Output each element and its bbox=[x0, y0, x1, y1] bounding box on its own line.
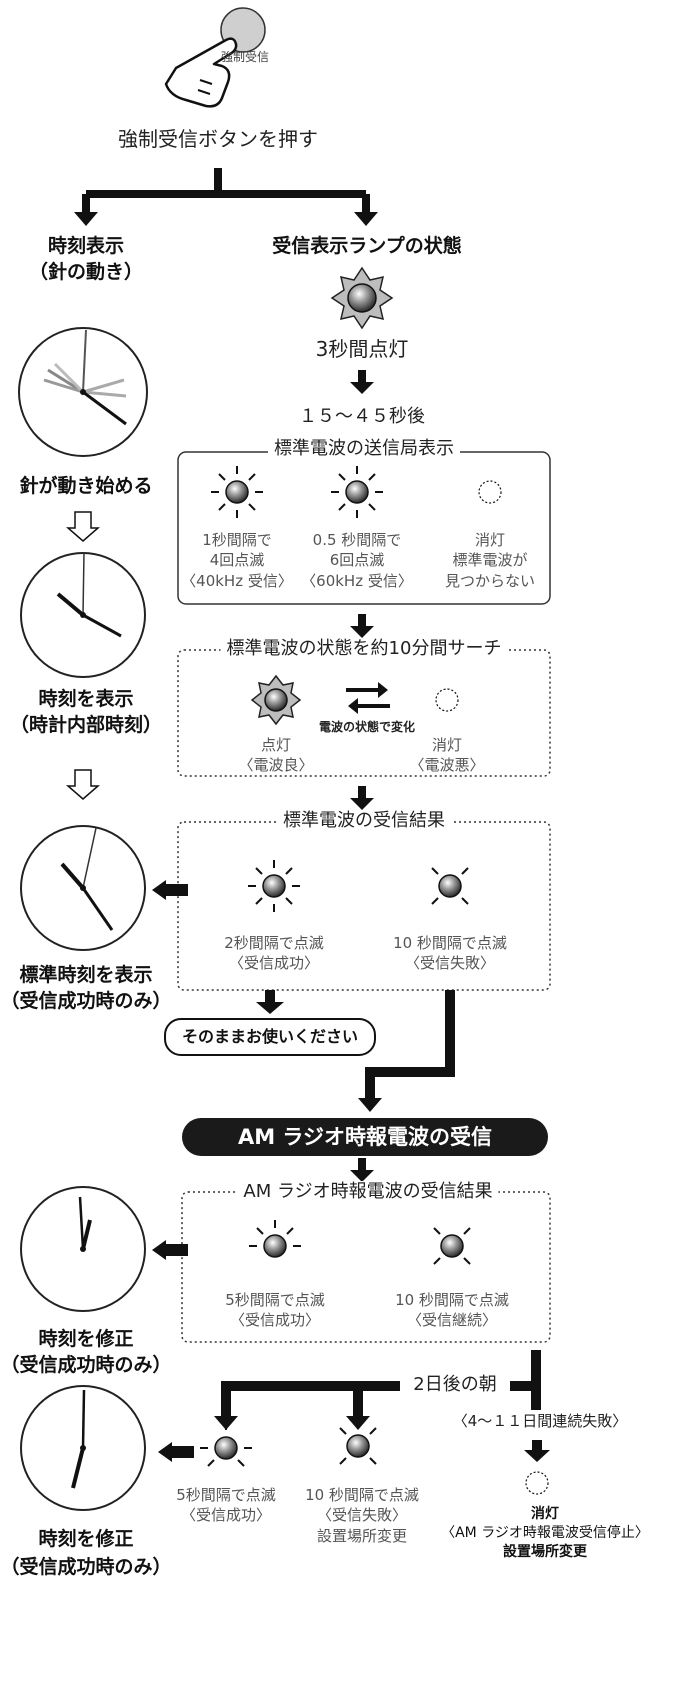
lamp-blink-icon bbox=[248, 860, 300, 912]
station-c-label: 消灯標準電波が見つからない bbox=[444, 531, 536, 590]
down-arrow-icon bbox=[350, 382, 374, 394]
am-result-title: AM ラジオ時報電波の受信結果 bbox=[237, 1181, 499, 1204]
fail-run-text: 〈4～１１日間連続失敗〉 bbox=[452, 1412, 628, 1430]
search-bad-label: 消灯〈電波悪〉 bbox=[409, 736, 485, 775]
button-label: 強制受信 bbox=[221, 50, 270, 64]
clock-icon bbox=[20, 1186, 146, 1312]
right-heading: 受信表示ランプの状態 bbox=[272, 235, 462, 257]
lamp-blink-icon bbox=[200, 1422, 252, 1467]
down-arrow-icon bbox=[350, 626, 374, 638]
clock-icon bbox=[20, 551, 146, 678]
lamp-off-icon bbox=[435, 688, 459, 712]
step-standard-time-2: （受信成功時のみ） bbox=[0, 990, 172, 1012]
lamp-off-icon bbox=[525, 1471, 549, 1495]
lamp-blink-icon bbox=[433, 1227, 471, 1265]
search-box bbox=[177, 649, 551, 777]
am-banner: AM ラジオ時報電波の受信 bbox=[182, 1118, 548, 1156]
step-fix-time-final-1: 時刻を修正 bbox=[38, 1528, 134, 1550]
use-as-is-pill: そのままお使いください bbox=[164, 1018, 376, 1056]
am-cont-label: 10 秒間隔で点滅〈受信継続〉 bbox=[395, 1291, 509, 1330]
hollow-down-arrow-icon bbox=[65, 769, 101, 800]
down-arrow-icon bbox=[350, 1170, 374, 1182]
final-ng-label: 10 秒間隔で点滅〈受信失敗〉設置場所変更 bbox=[305, 1486, 419, 1545]
delay-text: １５～４５秒後 bbox=[299, 406, 425, 427]
search-title: 標準電波の状態を約10分間サーチ bbox=[220, 638, 508, 661]
clock-icon bbox=[20, 825, 146, 951]
search-good-label: 点灯〈電波良〉 bbox=[238, 736, 314, 775]
lamp-blink-icon bbox=[431, 867, 469, 905]
left-heading-1: 時刻表示 bbox=[47, 235, 125, 257]
lamp-blink-icon bbox=[249, 1220, 301, 1258]
result-title: 標準電波の受信結果 bbox=[277, 810, 451, 833]
step-fix-time-2: （受信成功時のみ） bbox=[0, 1354, 172, 1376]
down-arrow-icon bbox=[74, 212, 98, 226]
exchange-arrows-icon bbox=[346, 682, 390, 714]
clock-spinning-icon bbox=[18, 327, 148, 457]
instruction-text: 強制受信ボタンを押す bbox=[118, 127, 318, 151]
down-arrow-icon bbox=[350, 798, 374, 810]
push-button-icon bbox=[164, 7, 266, 108]
search-change-text: 電波の状態で変化 bbox=[318, 720, 416, 734]
lamp-off-icon bbox=[478, 480, 502, 504]
step-needle-moves: 針が動き始める bbox=[19, 475, 153, 497]
step-standard-time-1: 標準時刻を表示 bbox=[19, 964, 153, 986]
lamp-blink-icon bbox=[211, 466, 263, 518]
result-ng-label: 10 秒間隔で点滅〈受信失敗〉 bbox=[393, 934, 507, 973]
station-title: 標準電波の送信局表示 bbox=[268, 438, 460, 461]
lamp-lit-icon bbox=[250, 674, 302, 726]
arrow-shaft bbox=[358, 370, 366, 384]
lamp-blink-icon bbox=[331, 466, 383, 518]
am-ok-label: 5秒間隔で点滅〈受信成功〉 bbox=[225, 1291, 325, 1330]
next-morning-text: 2日後の朝 bbox=[407, 1374, 503, 1397]
left-heading-2: （針の動き） bbox=[28, 261, 144, 283]
step-show-time-2: （時計内部時刻） bbox=[9, 714, 163, 736]
lamp-lit-icon bbox=[330, 266, 394, 330]
lamp-blink-icon bbox=[339, 1427, 377, 1465]
am-result-box bbox=[181, 1191, 551, 1343]
step-fix-time-final-2: （受信成功時のみ） bbox=[0, 1556, 172, 1578]
clock-icon bbox=[20, 1385, 146, 1511]
final-ok-label: 5秒間隔で点滅〈受信成功〉 bbox=[176, 1486, 276, 1525]
step-show-time-1: 時刻を表示 bbox=[38, 688, 134, 710]
hollow-down-arrow-icon bbox=[65, 511, 101, 542]
lit-3s-text: 3秒間点灯 bbox=[315, 337, 409, 361]
down-arrow-icon bbox=[354, 212, 378, 226]
split-arrow bbox=[82, 168, 370, 214]
final-off-label: 消灯 〈AM ラジオ時報電波受信停止〉 設置場所変更 bbox=[441, 1506, 649, 1560]
result-ok-label: 2秒間隔で点滅〈受信成功〉 bbox=[224, 934, 324, 973]
step-fix-time-1: 時刻を修正 bbox=[38, 1328, 134, 1350]
